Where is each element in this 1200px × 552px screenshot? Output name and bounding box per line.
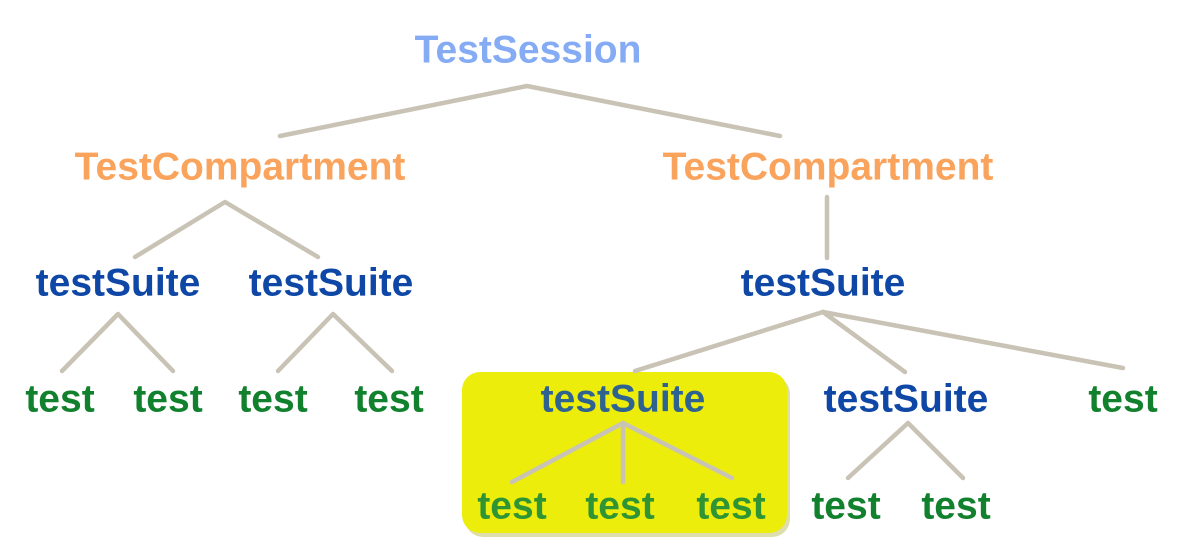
tree-node-testsuite-3: testSuite bbox=[35, 261, 201, 305]
tree-node-testsuite-11: testSuite bbox=[823, 377, 989, 421]
tree-node-testsuite-4: testSuite bbox=[248, 261, 414, 305]
tree-edge-10 bbox=[620, 420, 735, 481]
tree-node-test-14: test bbox=[585, 484, 655, 528]
tree-node-test-15: test bbox=[696, 484, 766, 528]
tree-node-test-16: test bbox=[811, 484, 881, 528]
tree-node-test-7: test bbox=[133, 377, 203, 421]
tree-edge-11 bbox=[845, 420, 966, 481]
tree-edge-1 bbox=[132, 199, 321, 260]
tree-edge-6 bbox=[820, 309, 908, 375]
tree-node-test-9: test bbox=[354, 377, 424, 421]
tree-edge-8 bbox=[509, 420, 626, 485]
tree-edge-7 bbox=[820, 309, 1126, 371]
tree-edge-5 bbox=[632, 309, 826, 374]
tree-node-test-8: test bbox=[238, 377, 308, 421]
tree-node-test-17: test bbox=[921, 484, 991, 528]
tree-edge-3 bbox=[59, 311, 176, 374]
tree-edge-0 bbox=[277, 83, 783, 139]
tree-node-testcompartment-1: TestCompartment bbox=[74, 145, 406, 189]
tree-node-testsuite-10: testSuite bbox=[540, 377, 706, 421]
tree-node-testsession-0: TestSession bbox=[414, 28, 642, 72]
tree-node-test-12: test bbox=[1088, 377, 1158, 421]
tree-node-testcompartment-2: TestCompartment bbox=[662, 145, 994, 189]
tree-edge-4 bbox=[275, 311, 395, 374]
tree-node-test-13: test bbox=[477, 484, 547, 528]
tree-node-test-6: test bbox=[25, 377, 95, 421]
tree-node-testsuite-5: testSuite bbox=[740, 261, 906, 305]
